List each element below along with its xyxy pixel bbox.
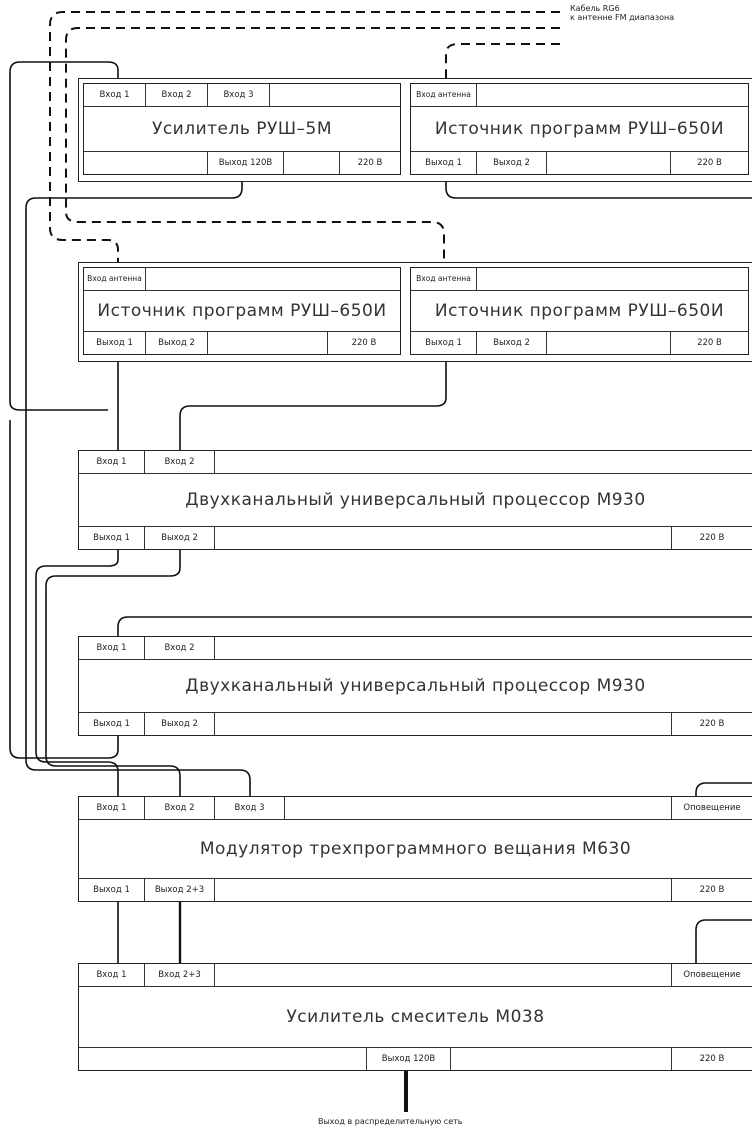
- rush5m-input-2[interactable]: Вход 2: [146, 84, 208, 106]
- rush5m-output-120v[interactable]: Выход 120В: [208, 152, 284, 174]
- rush5m-power: 220 В: [357, 158, 383, 168]
- rush650-source-b[interactable]: Вход антенна Источник программ РУШ–650И …: [410, 267, 749, 355]
- m930-processor-1[interactable]: Вход 1 Вход 2 Двухканальный универсальны…: [78, 450, 752, 550]
- rush650-source-top[interactable]: Вход антенна Источник программ РУШ–650И …: [410, 83, 749, 175]
- rush650-top-antenna-input[interactable]: Вход антенна: [411, 84, 477, 106]
- m630-input-3[interactable]: Вход 3: [215, 797, 285, 819]
- m630-alert-input[interactable]: Оповещение: [683, 803, 741, 813]
- rush650-source-a[interactable]: Вход антенна Источник программ РУШ–650И …: [83, 267, 401, 355]
- rush650-top-title: Источник программ РУШ–650И: [434, 119, 725, 139]
- rush650-top-output-2[interactable]: Выход 2: [477, 152, 547, 174]
- wire-right-to-m038-alert: [695, 919, 752, 963]
- rush650-b-antenna-input[interactable]: Вход антенна: [411, 268, 477, 290]
- m630-output-2-3[interactable]: Выход 2+3: [145, 879, 215, 901]
- m630-input-1[interactable]: Вход 1: [79, 797, 145, 819]
- wire-right-to-m630-alert: [695, 782, 752, 796]
- rush5m-amplifier[interactable]: Вход 1 Вход 2 Вход 3 Усилитель РУШ–5М Вы…: [83, 83, 401, 175]
- rush650-a-title: Источник программ РУШ–650И: [97, 301, 387, 321]
- wire-m930-2-out1: [9, 420, 119, 759]
- wire-m930-1-out2: [45, 543, 181, 796]
- m630-modulator[interactable]: Вход 1 Вход 2 Вход 3 Оповещение Модулято…: [78, 796, 752, 902]
- antenna-cable-2: [65, 27, 560, 262]
- rush650-a-antenna-input[interactable]: Вход антенна: [84, 268, 146, 290]
- m930-2-power: 220 В: [699, 719, 725, 729]
- m930-2-output-2[interactable]: Выход 2: [145, 713, 215, 735]
- rush650-top-power: 220 В: [697, 158, 722, 168]
- rush650-b-title: Источник программ РУШ–650И: [434, 301, 725, 321]
- wire-m930-1-out1: [35, 543, 119, 796]
- m930-1-power: 220 В: [699, 533, 725, 543]
- rush650-b-output-1[interactable]: Выход 1: [411, 332, 477, 354]
- device-group-top: Вход 1 Вход 2 Вход 3 Усилитель РУШ–5М Вы…: [78, 78, 752, 182]
- m930-2-output-1[interactable]: Выход 1: [79, 713, 145, 735]
- m038-mixer-amplifier[interactable]: Вход 1 Вход 2+3 Оповещение Усилитель сме…: [78, 963, 752, 1071]
- wire-rush650b-out1-to-m930-in2: [179, 352, 447, 450]
- wire-rush5m-out-to-m630-in3: [25, 172, 251, 796]
- rush5m-title: Усилитель РУШ–5М: [151, 119, 333, 139]
- network-output-note: Выход в распределительную сеть: [318, 1117, 463, 1126]
- rush650-a-output-2[interactable]: Выход 2: [146, 332, 208, 354]
- m930-1-input-2[interactable]: Вход 2: [145, 451, 215, 473]
- rush650-a-output-1[interactable]: Выход 1: [84, 332, 146, 354]
- m038-output-120v[interactable]: Выход 120В: [367, 1048, 451, 1070]
- m630-title: Модулятор трехпрограммного вещания М630: [199, 839, 632, 859]
- antenna-cable-3: [445, 43, 560, 78]
- m038-input-1[interactable]: Вход 1: [79, 964, 145, 986]
- rush650-b-output-2[interactable]: Выход 2: [477, 332, 547, 354]
- m630-input-2[interactable]: Вход 2: [145, 797, 215, 819]
- rush650-top-output-1[interactable]: Выход 1: [411, 152, 477, 174]
- m038-input-2-3[interactable]: Вход 2+3: [145, 964, 215, 986]
- rush5m-input-1[interactable]: Вход 1: [84, 84, 146, 106]
- m038-alert-input[interactable]: Оповещение: [683, 970, 741, 980]
- m630-power: 220 В: [699, 885, 725, 895]
- wire-rush650-out1-right: [445, 172, 752, 199]
- wire-loop-left-to-rush5m-in1: [9, 61, 119, 411]
- m930-1-output-2[interactable]: Выход 2: [145, 527, 215, 549]
- m930-1-title: Двухканальный универсальный процессор М9…: [185, 490, 646, 510]
- wire-right-to-m930-2-in1: [117, 616, 752, 636]
- m930-1-output-1[interactable]: Выход 1: [79, 527, 145, 549]
- m930-1-input-1[interactable]: Вход 1: [79, 451, 145, 473]
- m038-title: Усилитель смеситель М038: [286, 1007, 545, 1027]
- rush5m-input-3[interactable]: Вход 3: [208, 84, 270, 106]
- rush650-a-power: 220 В: [351, 338, 377, 348]
- device-group-sources: Вход антенна Источник программ РУШ–650И …: [78, 262, 752, 362]
- m038-power: 220 В: [699, 1054, 725, 1064]
- m930-2-input-2[interactable]: Вход 2: [145, 637, 215, 659]
- m930-processor-2[interactable]: Вход 1 Вход 2 Двухканальный универсальны…: [78, 636, 752, 736]
- cable-note: Кабель RG6 к антенне FM диапазона: [570, 4, 675, 22]
- m630-output-1[interactable]: Выход 1: [79, 879, 145, 901]
- m930-2-input-1[interactable]: Вход 1: [79, 637, 145, 659]
- rush650-b-power: 220 В: [697, 338, 722, 348]
- m930-2-title: Двухканальный универсальный процессор М9…: [185, 676, 646, 696]
